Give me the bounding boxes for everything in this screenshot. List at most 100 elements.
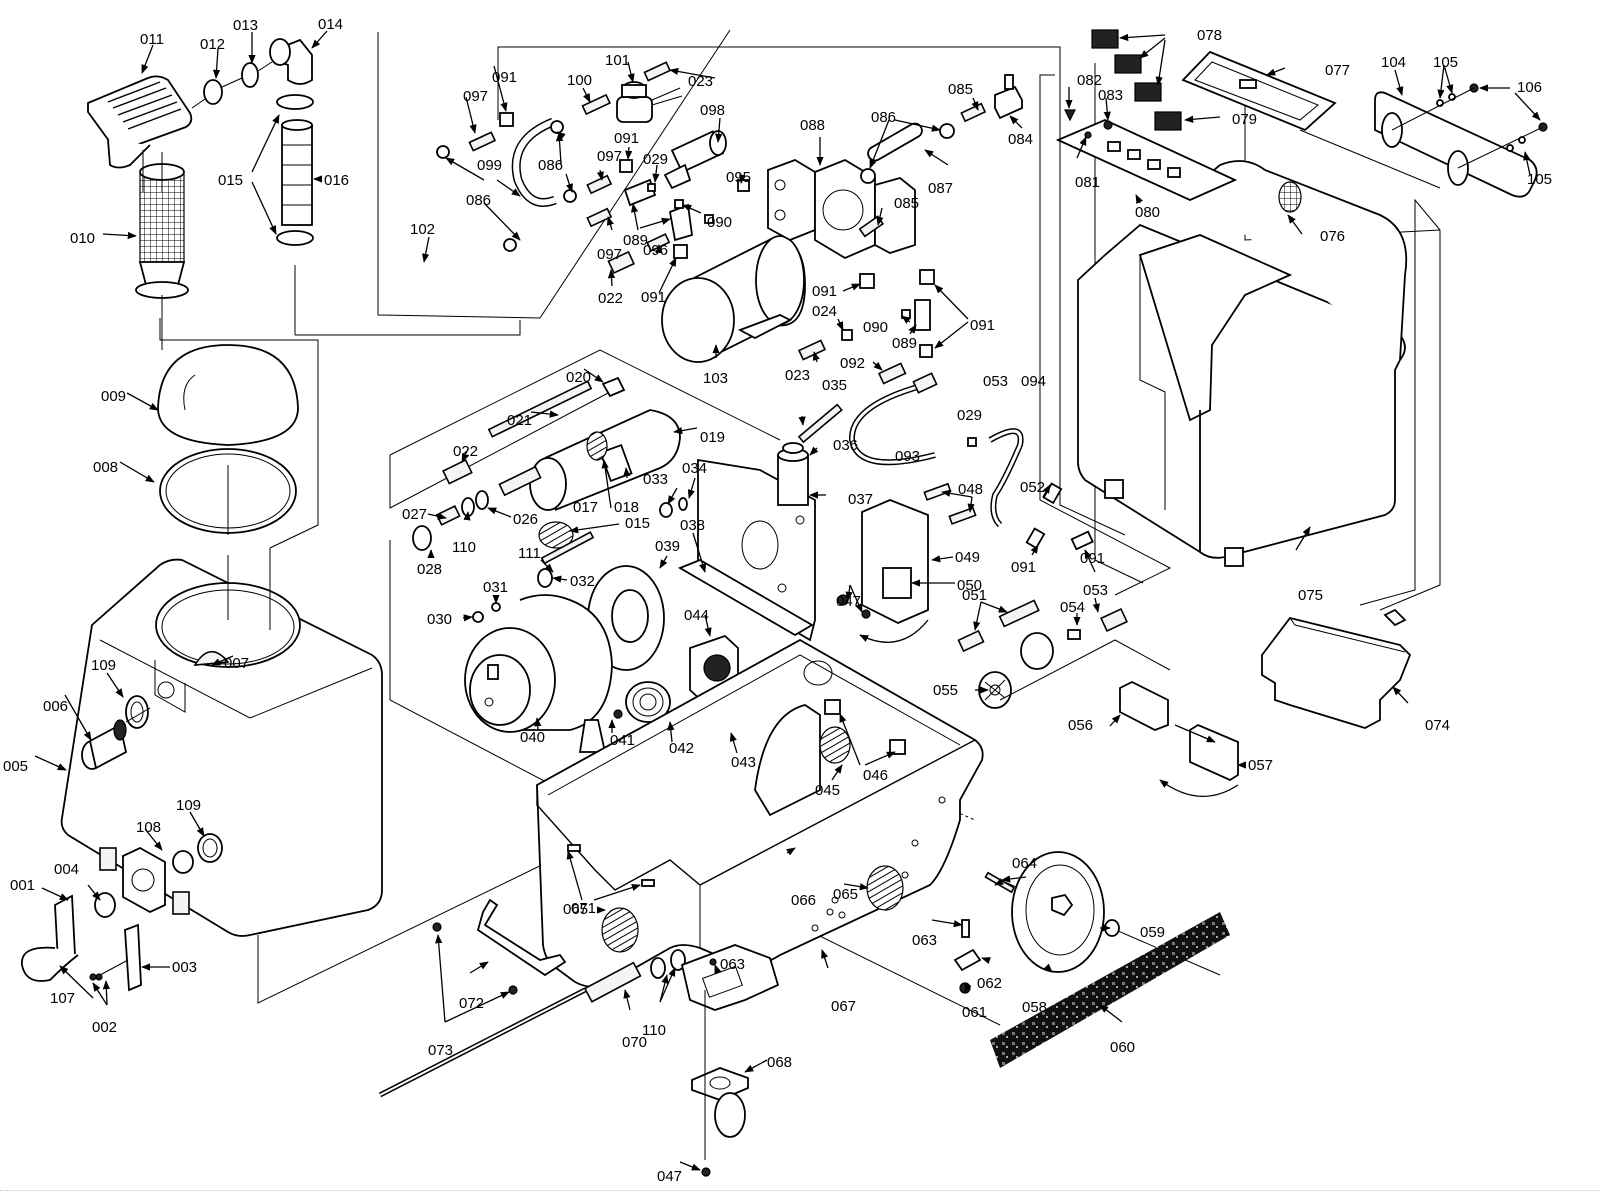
vent-slot-071a xyxy=(567,844,581,852)
callout-097-a: 097 xyxy=(463,88,488,105)
rocker-switch-078b xyxy=(1114,54,1142,74)
screw-073b xyxy=(508,985,518,995)
callout-044: 044 xyxy=(684,607,709,624)
clamp-086c xyxy=(550,120,564,134)
elbow-020 xyxy=(601,376,626,398)
callout-039: 039 xyxy=(655,538,680,555)
callout-085-pump: 085 xyxy=(894,195,919,212)
tee-084 xyxy=(994,85,1023,120)
washer-105c xyxy=(1506,144,1514,152)
pump-head-088 xyxy=(767,158,916,260)
switch-hole-1 xyxy=(1107,141,1121,152)
nut-047b xyxy=(701,1167,711,1177)
callout-091-a: 091 xyxy=(492,69,517,86)
callout-040: 040 xyxy=(520,729,545,746)
rocker-switch-079 xyxy=(1154,111,1182,131)
pump-plumbing-assembly xyxy=(396,61,1023,385)
nipple-084 xyxy=(1004,74,1014,90)
callout-091-d: 091 xyxy=(812,283,837,300)
callout-061: 061 xyxy=(962,1004,987,1021)
fitting-097c xyxy=(586,207,613,228)
callout-081: 081 xyxy=(1075,174,1100,191)
callout-049: 049 xyxy=(955,549,980,566)
vent-grille-065b xyxy=(866,865,904,911)
callout-031: 031 xyxy=(483,579,508,596)
clamp-086a xyxy=(436,145,450,159)
clamp-086d xyxy=(563,189,577,203)
solution-tank-assembly xyxy=(1055,29,1548,729)
callout-034: 034 xyxy=(682,460,707,477)
callout-022-pump: 022 xyxy=(598,290,623,307)
callout-054: 054 xyxy=(1060,599,1085,616)
callout-017: 017 xyxy=(573,499,598,516)
bracket-049 xyxy=(861,499,929,624)
screw-002b xyxy=(95,973,103,981)
valve-wheel-055 xyxy=(978,671,1012,709)
elbow-091b xyxy=(619,159,633,173)
callout-086-left: 086 xyxy=(466,192,491,209)
callout-047-bracket: 047 xyxy=(836,593,861,610)
locknut-109a xyxy=(125,695,149,729)
callout-028: 028 xyxy=(417,561,442,578)
clamp-017 xyxy=(586,431,608,461)
clamp-086f xyxy=(939,123,955,139)
quick-disconnect-098 xyxy=(663,130,727,190)
hose-end-032 xyxy=(537,568,553,588)
callout-064: 064 xyxy=(1012,855,1037,872)
callout-074: 074 xyxy=(1425,717,1450,734)
handle-bracket-104 xyxy=(1374,91,1538,198)
tread-belt-060 xyxy=(990,912,1230,1068)
callout-091-f: 091 xyxy=(1011,559,1036,576)
plug-090b xyxy=(704,214,714,224)
washer-026 xyxy=(475,490,489,510)
callout-038: 038 xyxy=(680,517,705,534)
switch-hole-2 xyxy=(1127,149,1141,160)
drain-flange xyxy=(122,846,166,914)
callout-106: 106 xyxy=(1517,79,1542,96)
callout-020: 020 xyxy=(566,369,591,386)
bolt-048b xyxy=(948,506,977,525)
elbow-091f xyxy=(919,344,933,358)
bolt-063b xyxy=(961,919,970,938)
callout-077: 077 xyxy=(1325,62,1350,79)
clamp-086e xyxy=(860,168,876,184)
callout-033: 033 xyxy=(643,471,668,488)
callout-018: 018 xyxy=(614,499,639,516)
callout-066: 066 xyxy=(791,892,816,909)
fitting-053b xyxy=(1100,607,1128,633)
callout-037: 037 xyxy=(848,491,873,508)
callout-021: 021 xyxy=(507,412,532,429)
rocker-switch-078c xyxy=(1134,82,1162,102)
callout-027: 027 xyxy=(402,506,427,523)
callout-051: 051 xyxy=(962,587,987,604)
callout-110-heater: 110 xyxy=(452,539,476,556)
callout-058: 058 xyxy=(1022,999,1047,1016)
fitting-085a xyxy=(960,102,987,123)
callout-099: 099 xyxy=(477,157,502,174)
callout-009: 009 xyxy=(101,388,126,405)
callout-057: 057 xyxy=(1248,757,1273,774)
fitting-023b xyxy=(797,339,827,361)
fitting-024 xyxy=(841,329,853,341)
coupler-070 xyxy=(583,961,642,1003)
callout-052: 052 xyxy=(1020,479,1045,496)
callout-104: 104 xyxy=(1381,54,1406,71)
bolt-035 xyxy=(797,403,843,444)
callout-096: 096 xyxy=(643,242,668,259)
callout-085-top: 085 xyxy=(948,81,973,98)
fitting-097a xyxy=(468,131,497,152)
vacuum-motor-040 xyxy=(464,594,613,753)
callout-062: 062 xyxy=(977,975,1002,992)
callout-075: 075 xyxy=(1298,587,1323,604)
switch-hole-3 xyxy=(1147,159,1161,170)
callout-067: 067 xyxy=(831,998,856,1015)
callout-050: 050 xyxy=(957,577,982,594)
callout-001: 001 xyxy=(10,877,35,894)
clamp-015c xyxy=(538,521,574,549)
callout-071: 071 xyxy=(571,900,596,917)
callout-011: 011 xyxy=(140,31,164,48)
callout-100: 100 xyxy=(567,72,592,89)
callout-046: 046 xyxy=(863,767,888,784)
callout-087: 087 xyxy=(928,180,953,197)
